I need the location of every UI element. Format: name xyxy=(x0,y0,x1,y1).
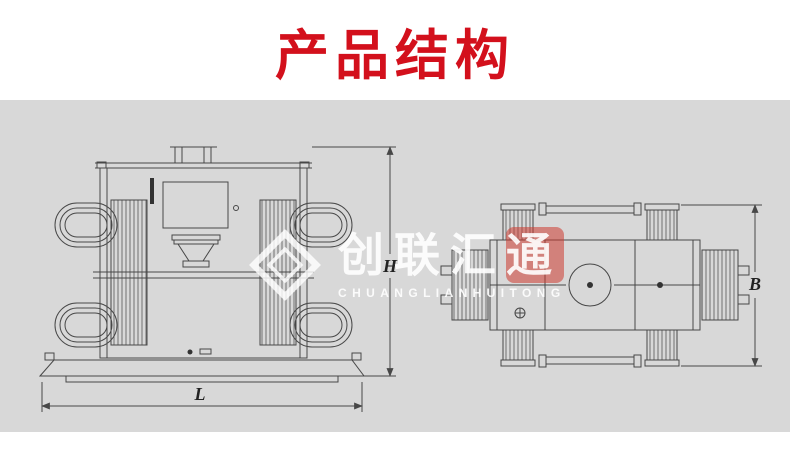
page-title: 产品结构 xyxy=(275,23,515,87)
spring-left-lower xyxy=(54,302,118,348)
coil-end-right xyxy=(701,249,750,321)
top-view: B xyxy=(440,202,762,368)
terminal-box xyxy=(150,178,239,229)
flange-top xyxy=(538,202,642,216)
coil-bottom-left xyxy=(500,329,536,367)
page-header: 产品结构 xyxy=(0,0,790,100)
flange-bottom xyxy=(538,354,642,368)
coil-end-left xyxy=(440,249,489,321)
dimension-height: H xyxy=(312,146,398,377)
dimension-width: B xyxy=(681,204,762,367)
dimension-length: L xyxy=(41,382,363,412)
funnel xyxy=(171,234,221,268)
technical-drawing: L H xyxy=(38,146,762,412)
spring-right-upper xyxy=(289,202,353,248)
coil-top-left xyxy=(500,203,536,241)
spring-left-upper xyxy=(54,202,118,248)
top-pipe xyxy=(170,146,217,164)
base-plate xyxy=(38,348,365,383)
coil-bottom-right xyxy=(644,329,680,367)
coil-top-right xyxy=(644,203,680,241)
top-view-body xyxy=(489,239,701,331)
spring-right-lower xyxy=(289,302,353,348)
drawing-canvas: L H xyxy=(0,100,790,432)
dimension-width-label: B xyxy=(748,274,761,294)
dimension-length-label: L xyxy=(194,384,206,404)
dimension-height-label: H xyxy=(382,256,398,276)
top-flange xyxy=(95,161,312,169)
front-view: L H xyxy=(38,146,398,412)
